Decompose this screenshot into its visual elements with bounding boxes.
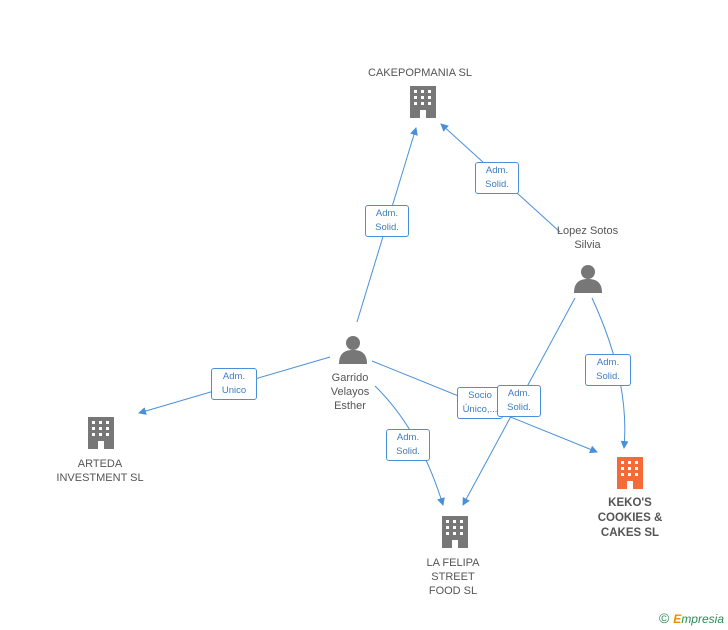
building-icon-highlighted (617, 457, 643, 489)
company-name-arteda[interactable]: ARTEDA INVESTMENT SL (56, 458, 144, 484)
brand-logo-text: mpresia (681, 612, 724, 626)
person-icon (339, 336, 367, 364)
company-name-cakepopmania[interactable]: CAKEPOPMANIA SL (368, 67, 472, 79)
edge-label-garrido-kekos: Socio Único,... (457, 387, 503, 419)
brand-watermark: ©Empresia (659, 610, 724, 626)
edge-label-garrido-lafelipa: Adm. Solid. (386, 429, 430, 461)
company-name-kekos[interactable]: KEKO'S COOKIES & CAKES SL (597, 497, 663, 539)
company-name-lafelipa[interactable]: LA FELIPA STREET FOOD SL (426, 557, 480, 597)
edge-label-garrido-arteda: Adm. Unico (211, 368, 257, 400)
edge-label-lopez-kekos: Adm. Solid. (585, 354, 631, 386)
building-icon (410, 86, 436, 118)
building-icon (442, 516, 468, 548)
edge-label-garrido-cakepopmania: Adm. Solid. (365, 205, 409, 237)
building-icon (88, 417, 114, 449)
brand-logo-e: E (673, 612, 682, 626)
edge-label-lopez-cakepopmania: Adm. Solid. (475, 162, 519, 194)
edge-label-lopez-lafelipa: Adm. Solid. (497, 385, 541, 417)
copyright-symbol: © (658, 610, 670, 626)
person-name-garrido[interactable]: Garrido Velayos Esther (330, 372, 370, 412)
person-name-lopez[interactable]: Lopez Sotos Silvia (556, 225, 619, 251)
person-icon (574, 265, 602, 293)
